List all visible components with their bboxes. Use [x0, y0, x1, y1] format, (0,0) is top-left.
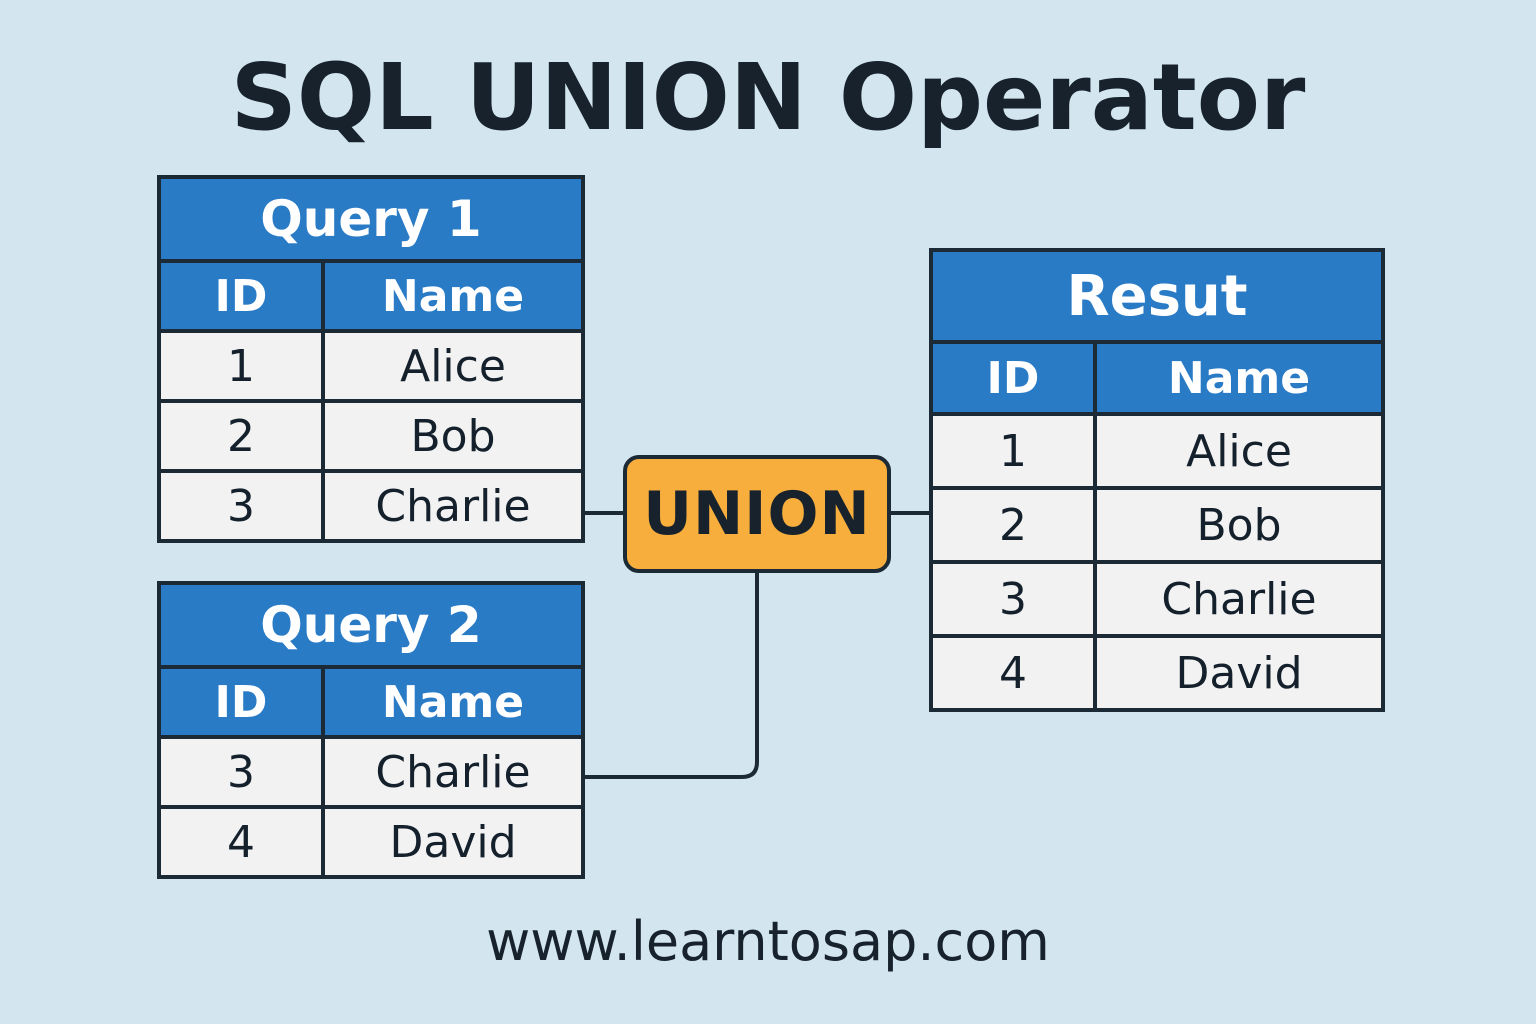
- table-row: 3 Charlie: [157, 735, 585, 809]
- table-row: 3 Charlie: [157, 469, 585, 543]
- website-footer: www.learntosap.com: [486, 910, 1050, 973]
- table-row: 4 David: [929, 634, 1386, 712]
- query1-cell-name: Bob: [321, 399, 585, 473]
- query2-col-name: Name: [321, 665, 585, 739]
- query1-cell-id: 3: [157, 469, 325, 543]
- query2-cell-id: 4: [157, 805, 325, 879]
- table-row: 2 Bob: [157, 399, 585, 473]
- query2-cell-name: Charlie: [321, 735, 585, 809]
- table-row: 1 Alice: [157, 329, 585, 403]
- table-row: 1 Alice: [929, 412, 1386, 490]
- result-cell-name: Alice: [1092, 412, 1386, 490]
- result-cell-id: 2: [929, 486, 1097, 564]
- query1-cell-id: 2: [157, 399, 325, 473]
- result-table: Resut ID Name 1 Alice 2 Bob 3 Charlie 4 …: [928, 248, 1386, 712]
- query2-col-id: ID: [157, 665, 325, 739]
- query2-cell-name: David: [321, 805, 585, 879]
- page-title: SQL UNION Operator: [230, 44, 1306, 151]
- query1-table: Query 1 ID Name 1 Alice 2 Bob 3 Charlie: [157, 175, 585, 543]
- union-operator-box: UNION: [623, 455, 891, 573]
- query1-cell-name: Charlie: [321, 469, 585, 543]
- result-cell-id: 1: [929, 412, 1097, 490]
- connector-query2-union: [581, 565, 759, 779]
- result-cell-name: David: [1092, 634, 1386, 712]
- table-row: 2 Bob: [929, 486, 1386, 564]
- table-row: 4 David: [157, 805, 585, 879]
- result-col-id: ID: [929, 340, 1097, 416]
- table-row: 3 Charlie: [929, 560, 1386, 638]
- query1-col-id: ID: [157, 259, 325, 333]
- result-cell-id: 3: [929, 560, 1097, 638]
- result-col-name: Name: [1092, 340, 1386, 416]
- result-caption: Resut: [928, 248, 1386, 344]
- query2-cell-id: 3: [157, 735, 325, 809]
- query2-table: Query 2 ID Name 3 Charlie 4 David: [157, 581, 585, 879]
- query1-cell-name: Alice: [321, 329, 585, 403]
- query1-cell-id: 1: [157, 329, 325, 403]
- query2-caption: Query 2: [157, 581, 585, 669]
- result-cell-name: Charlie: [1092, 560, 1386, 638]
- result-cell-id: 4: [929, 634, 1097, 712]
- result-cell-name: Bob: [1092, 486, 1386, 564]
- query1-col-name: Name: [321, 259, 585, 333]
- query1-caption: Query 1: [157, 175, 585, 263]
